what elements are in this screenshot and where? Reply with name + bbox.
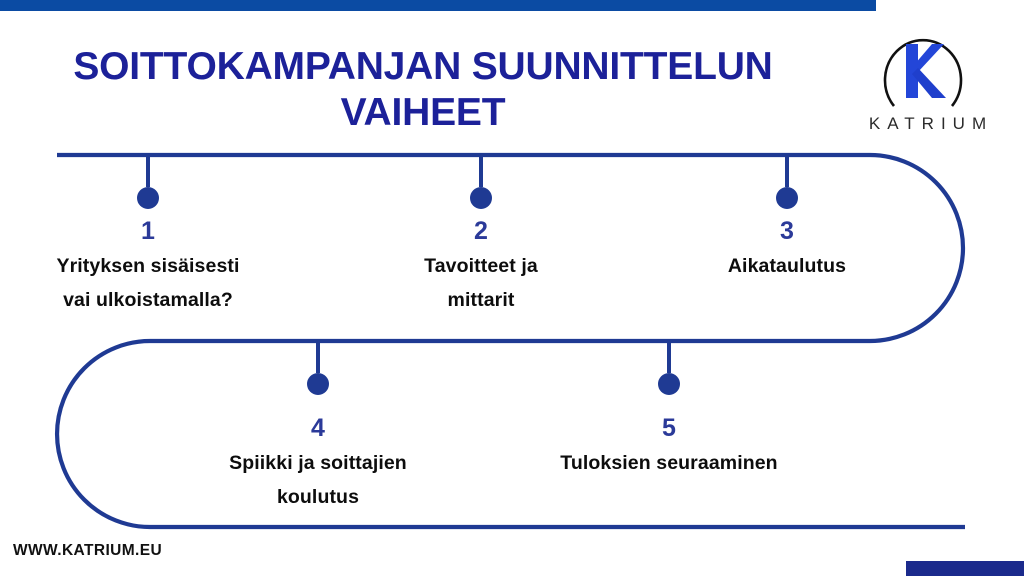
timeline-step-3[interactable]: 3 Aikataulutus [637, 155, 937, 355]
step-number: 5 [662, 414, 676, 442]
timeline-step-5[interactable]: 5 Tuloksien seuraaminen [519, 341, 819, 541]
step-label-line1: Aikataulutus [727, 255, 847, 277]
timeline-step-2[interactable]: 2 Tavoitteet ja mittarit [331, 155, 631, 355]
step-number: 3 [780, 217, 794, 245]
step-dot[interactable] [307, 373, 329, 395]
step-label-line1: Yrityksen sisäisesti [56, 255, 240, 277]
step-label: Aikataulutus [637, 249, 937, 283]
step-stem [316, 341, 320, 373]
step-stem [667, 341, 671, 373]
step-label: Tuloksien seuraaminen [519, 446, 819, 480]
step-label: Yrityksen sisäisesti vai ulkoistamalla? [0, 249, 298, 317]
step-stem [785, 155, 789, 187]
step-label-line1: Tavoitteet ja [424, 255, 538, 277]
step-stem [479, 155, 483, 187]
step-label-line1: Tuloksien seuraaminen [560, 452, 778, 474]
step-label-line2: koulutus [276, 486, 360, 508]
katrium-logo: KATRIUM [846, 26, 1016, 141]
logo-k-icon [868, 26, 978, 110]
page-title: SOITTOKAMPANJAN SUUNNITTELUN VAIHEET [73, 45, 773, 134]
logo-wordmark: KATRIUM [868, 114, 994, 133]
timeline-step-1[interactable]: 1 Yrityksen sisäisesti vai ulkoistamalla… [0, 155, 298, 355]
step-label: Tavoitteet ja mittarit [331, 249, 631, 317]
step-label: Spiikki ja soittajien koulutus [168, 446, 468, 514]
timeline-step-4[interactable]: 4 Spiikki ja soittajien koulutus [168, 341, 468, 541]
step-stem [146, 155, 150, 187]
top-accent-bar [0, 0, 876, 11]
step-label-line2: vai ulkoistamalla? [63, 289, 233, 311]
step-number: 2 [474, 217, 488, 245]
step-dot[interactable] [776, 187, 798, 209]
bottom-accent-bar [906, 561, 1024, 576]
step-dot[interactable] [658, 373, 680, 395]
step-number: 4 [311, 414, 325, 442]
step-label-line2: mittarit [447, 289, 515, 311]
step-dot[interactable] [137, 187, 159, 209]
step-label-line1: Spiikki ja soittajien [229, 452, 407, 474]
step-dot[interactable] [470, 187, 492, 209]
step-number: 1 [141, 217, 155, 245]
footer-website-url[interactable]: WWW.KATRIUM.EU [13, 542, 163, 559]
